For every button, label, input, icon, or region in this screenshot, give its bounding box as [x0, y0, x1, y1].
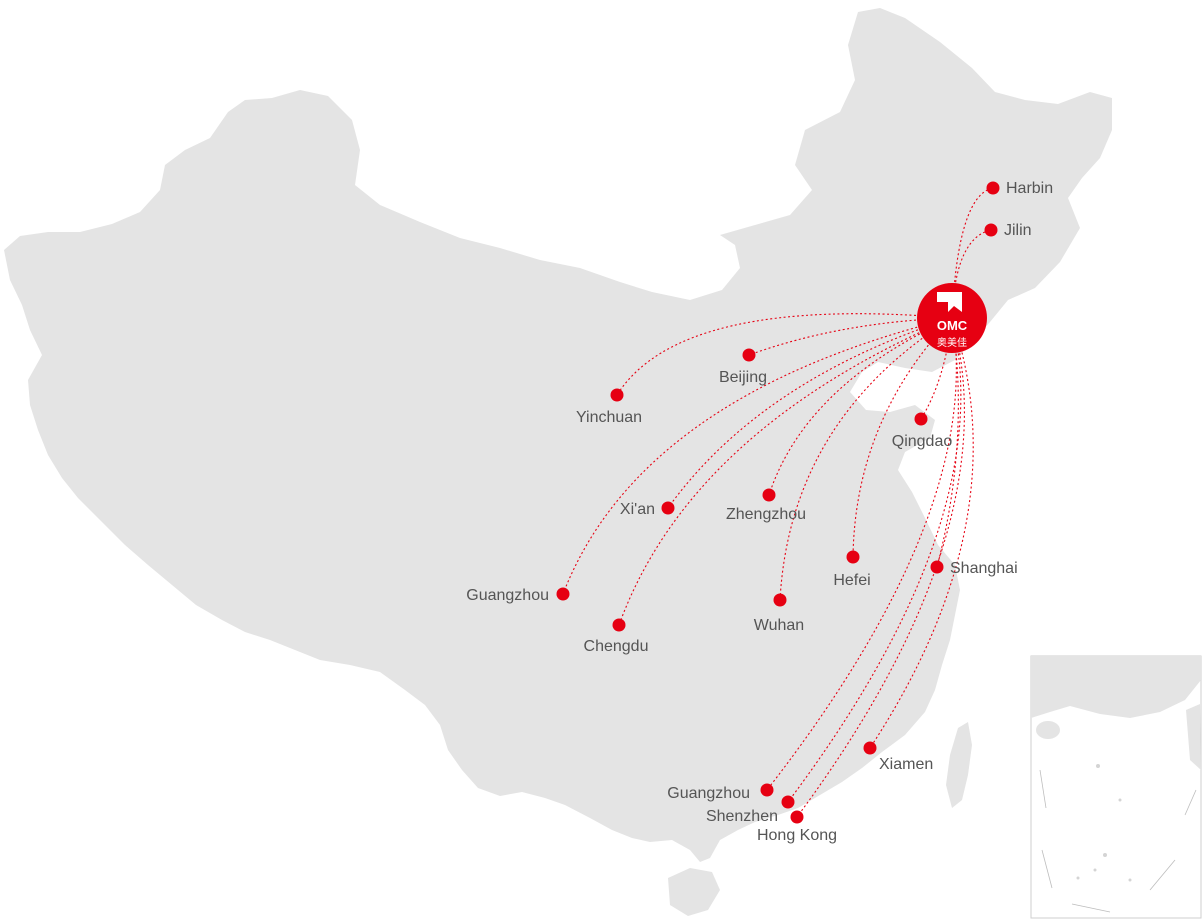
city-label-jilin: Jilin	[1004, 222, 1032, 239]
route-guangzhou	[766, 317, 957, 791]
hub-logo-text: OMC	[937, 318, 968, 333]
city-label-zhengzhou: Zhengzhou	[726, 506, 806, 523]
city-marker-wuhan[interactable]	[773, 593, 787, 607]
china-landmass	[4, 8, 1112, 862]
city-marker-shanghai[interactable]	[930, 560, 944, 574]
city-label-shenzhen: Shenzhen	[706, 808, 778, 825]
route-harbin	[951, 187, 994, 319]
south-china-sea-inset	[1030, 655, 1202, 919]
city-marker-shenzhen[interactable]	[781, 795, 795, 809]
city-marker-guangzhou_west[interactable]	[556, 587, 570, 601]
city-marker-harbin[interactable]	[986, 181, 1000, 195]
hainan-island	[668, 868, 720, 916]
city-marker-yinchuan[interactable]	[610, 388, 624, 402]
route-yinchuan	[616, 313, 953, 396]
city-marker-qingdao[interactable]	[914, 412, 928, 426]
route-guangzhou_west	[562, 317, 953, 595]
city-label-shanghai: Shanghai	[950, 560, 1018, 577]
omc-logo-icon	[937, 292, 962, 312]
hub-logo-subtitle: 奥美佳	[937, 336, 967, 349]
route-hongkong	[796, 317, 965, 818]
city-label-qingdao: Qingdao	[892, 433, 953, 450]
city-marker-xian[interactable]	[661, 501, 675, 515]
city-marker-beijing[interactable]	[742, 348, 756, 362]
city-label-chengdu: Chengdu	[584, 638, 649, 655]
city-label-hongkong: Hong Kong	[757, 827, 837, 844]
route-xian	[667, 317, 953, 509]
city-marker-xiamen[interactable]	[863, 741, 877, 755]
route-jilin	[951, 229, 992, 319]
city-marker-chengdu[interactable]	[612, 618, 626, 632]
city-label-beijing: Beijing	[719, 369, 767, 386]
city-label-harbin: Harbin	[1006, 180, 1053, 197]
city-label-wuhan: Wuhan	[754, 617, 804, 634]
city-marker-hefei[interactable]	[846, 550, 860, 564]
city-label-xiamen: Xiamen	[879, 756, 933, 773]
city-label-yinchuan: Yinchuan	[576, 409, 642, 426]
route-wuhan	[779, 317, 953, 601]
city-label-guangzhou_west: Guangzhou	[466, 587, 549, 604]
route-shenzhen	[787, 317, 962, 803]
city-marker-jilin[interactable]	[984, 223, 998, 237]
route-chengdu	[618, 317, 953, 626]
city-label-xian: Xi'an	[620, 501, 655, 518]
city-marker-guangzhou[interactable]	[760, 783, 774, 797]
hub-circle	[917, 283, 987, 353]
city-marker-hongkong[interactable]	[790, 810, 804, 824]
taiwan-island	[946, 722, 972, 808]
city-label-guangzhou: Guangzhou	[667, 785, 750, 802]
hub-marker: OMC 奥美佳	[917, 283, 987, 353]
routes-layer	[562, 187, 994, 818]
city-marker-zhengzhou[interactable]	[762, 488, 776, 502]
city-label-hefei: Hefei	[833, 572, 870, 589]
route-qingdao	[920, 317, 953, 420]
route-hefei	[852, 317, 953, 558]
